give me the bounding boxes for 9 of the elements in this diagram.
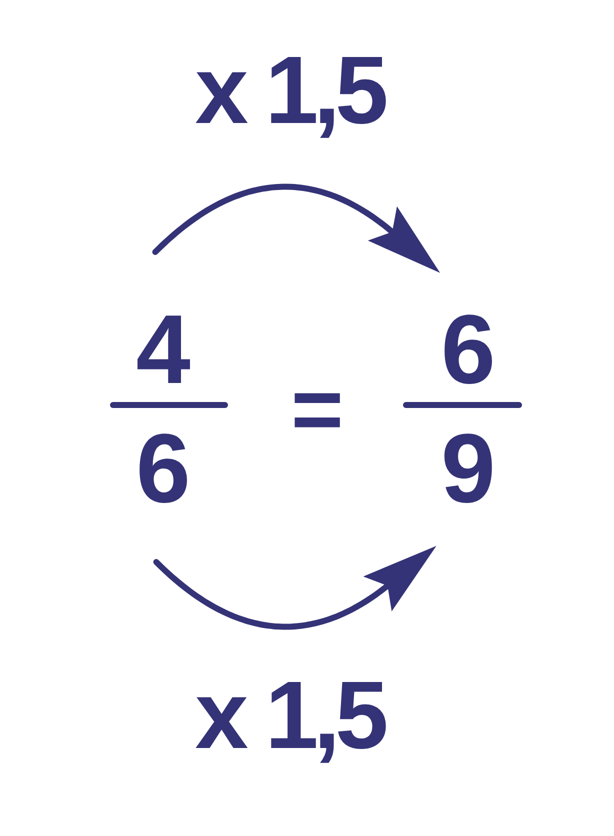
numerator: 6 <box>441 313 496 386</box>
edge-label: x 1,5 <box>195 38 386 144</box>
equals-sign: = <box>291 388 344 433</box>
denominator: 9 <box>441 432 496 506</box>
edge-label: x 1,5 <box>195 663 386 769</box>
curved-arrow <box>153 546 436 630</box>
curved-arrow <box>152 184 440 273</box>
denominator: 6 <box>136 432 191 506</box>
numerator: 4 <box>136 313 191 386</box>
